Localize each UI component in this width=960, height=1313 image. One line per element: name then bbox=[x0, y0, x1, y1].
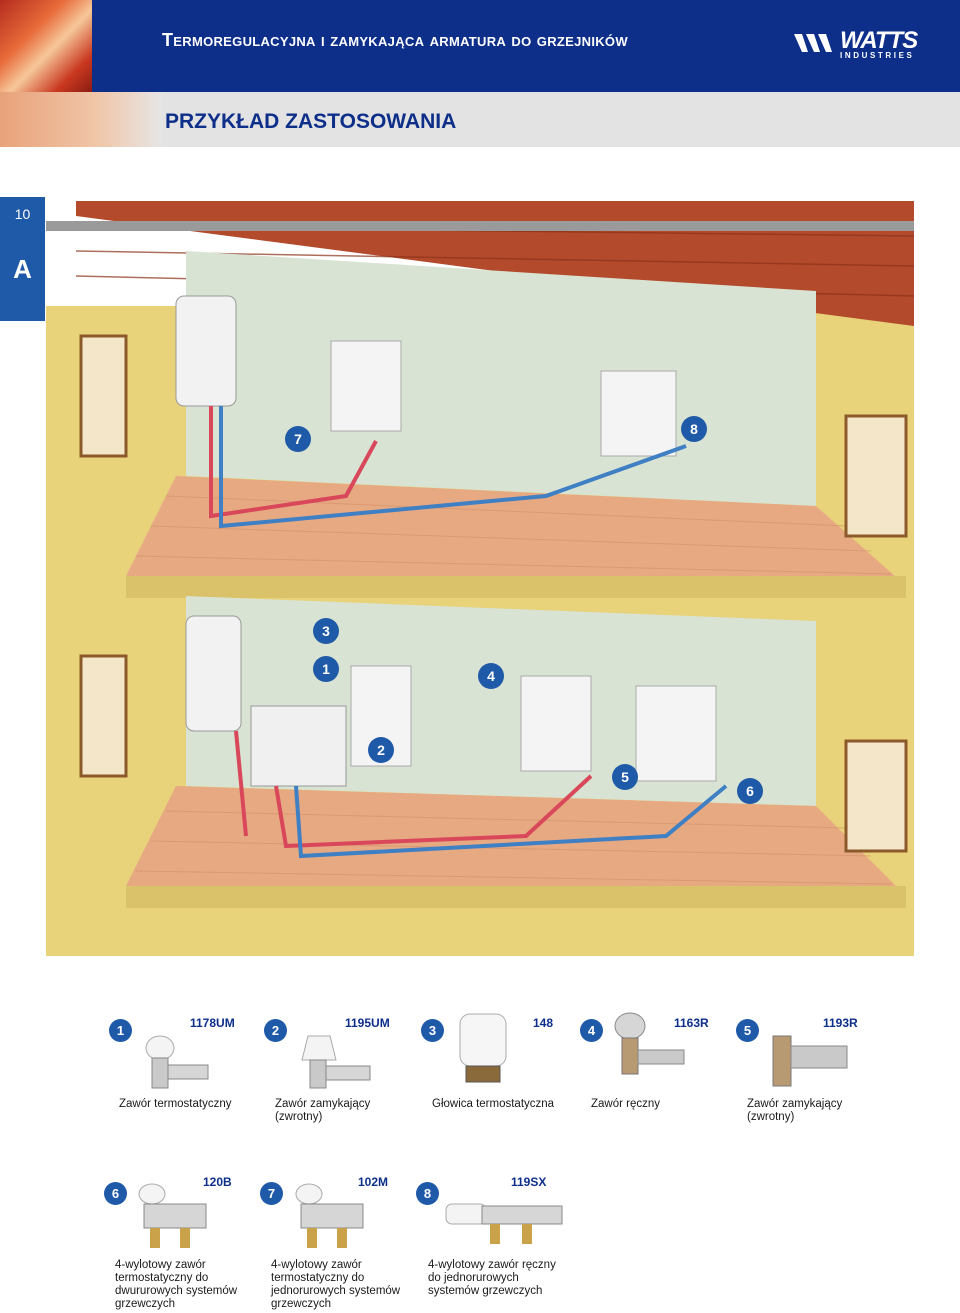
watts-logo bbox=[790, 22, 915, 62]
product-description: 4-wylotowy zawór ręczny do jednorurowych… bbox=[428, 1259, 556, 1297]
header-decor-image bbox=[0, 0, 92, 92]
product-code: 1195UM bbox=[345, 1016, 390, 1030]
page-header-title: Termoregulacyjna i zamykająca armatura d… bbox=[162, 30, 628, 50]
product-number: 5 bbox=[736, 1019, 759, 1042]
section-subtitle: PRZYKŁAD ZASTOSOWANIA bbox=[165, 110, 457, 133]
product-description: Zawór zamykający (zwrotny) bbox=[747, 1098, 843, 1123]
product-code: 102M bbox=[358, 1175, 389, 1189]
product-number: 8 bbox=[416, 1182, 439, 1205]
product-code: 1163R bbox=[674, 1016, 709, 1030]
product-description: Zawór ręczny bbox=[591, 1098, 661, 1110]
product-description: Zawór zamykający (zwrotny) bbox=[275, 1098, 371, 1123]
heating-system-drawing bbox=[46, 201, 915, 956]
subheader-bar bbox=[162, 92, 960, 147]
valve-image bbox=[285, 1180, 385, 1260]
product-number: 7 bbox=[260, 1182, 283, 1205]
product-number: 4 bbox=[580, 1019, 603, 1042]
product-code: 119SX bbox=[511, 1175, 547, 1189]
valve-image bbox=[605, 1008, 695, 1093]
callout-badge: 4 bbox=[478, 663, 504, 689]
product-number: 3 bbox=[421, 1019, 444, 1042]
product-code: 120B bbox=[203, 1175, 232, 1189]
side-tab bbox=[0, 197, 45, 321]
product-number: 6 bbox=[104, 1182, 127, 1205]
product-code: 1193R bbox=[823, 1016, 858, 1030]
product-description: Głowica termostatyczna bbox=[432, 1098, 555, 1110]
product-description: 4-wylotowy zawór termostatyczny do dwuru… bbox=[115, 1259, 238, 1310]
callout-badge: 8 bbox=[681, 416, 707, 442]
section-letter: A bbox=[13, 254, 32, 284]
page-number: 10 bbox=[14, 206, 31, 222]
building-illustration: 7 8 3 1 4 2 5 6 bbox=[46, 196, 915, 956]
product-code: 148 bbox=[533, 1016, 554, 1030]
product-number: 2 bbox=[264, 1019, 287, 1042]
product-description: 4-wylotowy zawór termostatyczny do jedno… bbox=[271, 1259, 401, 1310]
thermostatic-head-image bbox=[450, 1008, 520, 1093]
callout-badge: 7 bbox=[285, 426, 311, 452]
subheader-decor bbox=[0, 92, 162, 147]
product-description: Zawór termostatyczny bbox=[119, 1098, 232, 1110]
valve-image bbox=[442, 1194, 572, 1259]
valve-image bbox=[765, 1028, 855, 1103]
callout-badge: 6 bbox=[737, 778, 763, 804]
callout-badge: 5 bbox=[612, 764, 638, 790]
valve-image bbox=[130, 1030, 220, 1105]
callout-badge: 1 bbox=[313, 656, 339, 682]
logo-sub: INDUSTRIES bbox=[840, 51, 915, 60]
valve-image bbox=[128, 1180, 228, 1260]
product-code: 1178UM bbox=[190, 1016, 235, 1030]
callout-badge: 2 bbox=[368, 737, 394, 763]
product-number: 1 bbox=[109, 1019, 132, 1042]
valve-image bbox=[290, 1030, 380, 1105]
logo-word: WATTS bbox=[840, 27, 918, 54]
callout-badge: 3 bbox=[313, 618, 339, 644]
watts-logo-mark-icon bbox=[794, 34, 832, 52]
